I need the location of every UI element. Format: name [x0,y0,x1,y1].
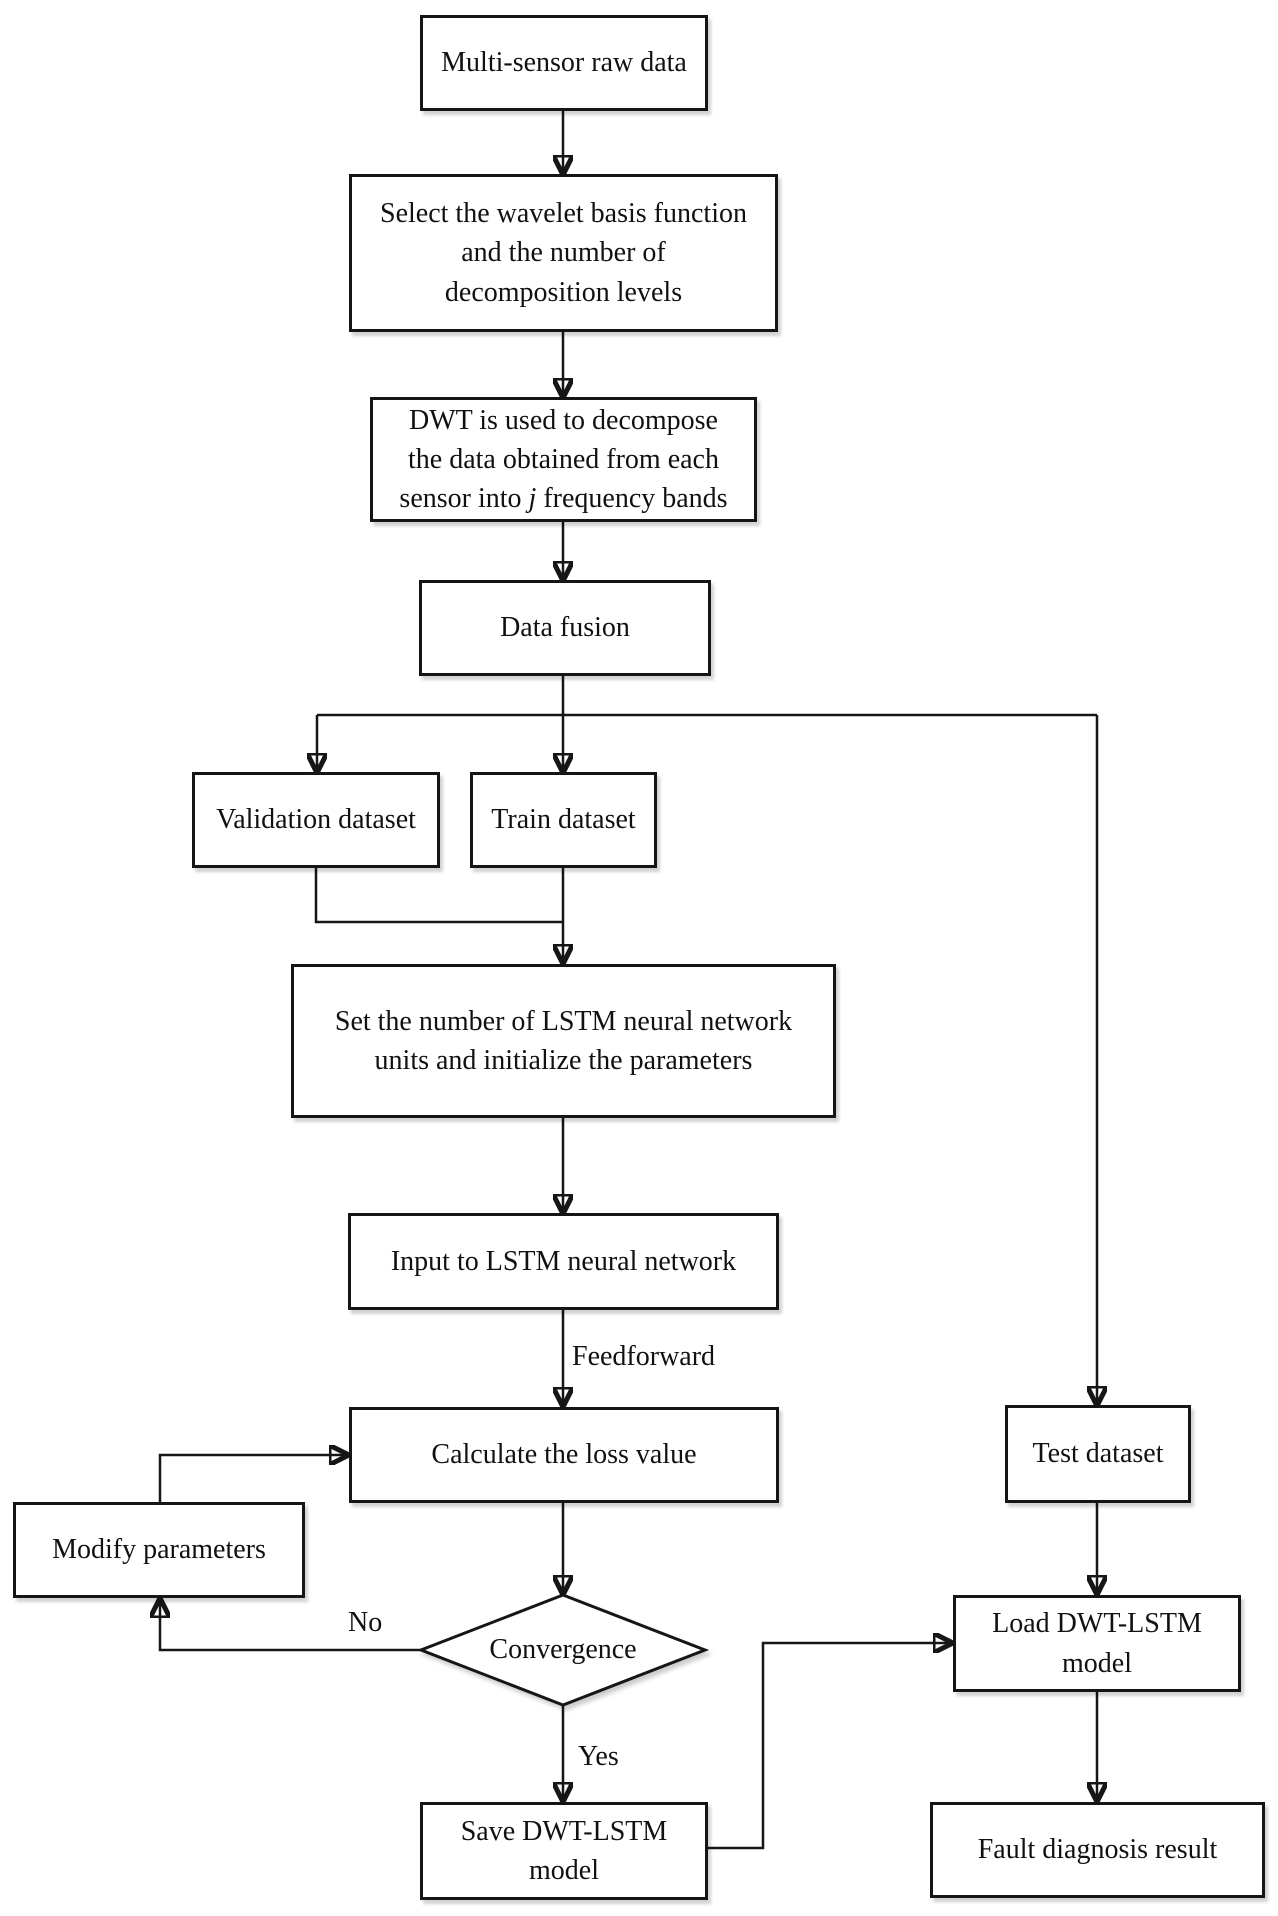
node-data-fusion: Data fusion [419,580,711,676]
node-train-dataset: Train dataset [470,772,657,868]
node-dwt-decompose-label: DWT is used to decompose the data obtain… [399,401,727,519]
node-test-dataset-label: Test dataset [1032,1438,1164,1470]
decision-convergence-label: Convergence [489,1634,637,1666]
node-load-model: Load DWT-LSTM model [953,1595,1241,1692]
node-validation-dataset: Validation dataset [192,772,440,868]
node-dwt-decompose-text-post: frequency bands [536,483,728,515]
edge-label-yes: Yes [578,1741,619,1772]
node-load-model-label: Load DWT-LSTM model [992,1608,1202,1679]
edge-label-no: No [348,1607,383,1638]
decision-convergence: Convergence [421,1595,705,1705]
node-data-fusion-label: Data fusion [500,612,630,644]
edge-convergence-no-to-modify [160,1601,421,1652]
node-test-dataset: Test dataset [1005,1405,1191,1503]
node-input-lstm: Input to LSTM neural network [348,1213,779,1310]
edge-validation-merge [314,868,563,924]
node-calculate-loss: Calculate the loss value [349,1407,779,1503]
node-multi-sensor: Multi-sensor raw data [420,15,708,111]
node-set-lstm-units: Set the number of LSTM neural network un… [291,964,836,1118]
decision-convergence-shape [416,1593,710,1707]
node-calculate-loss-label: Calculate the loss value [431,1439,697,1471]
edge-modify-to-loss [158,1455,346,1502]
node-modify-parameters: Modify parameters [13,1502,305,1598]
edge-save-to-load [708,1643,950,1850]
node-set-lstm-units-label: Set the number of LSTM neural network un… [334,1005,793,1076]
node-modify-parameters-label: Modify parameters [52,1534,266,1566]
node-save-model-label: Save DWT-LSTM model [460,1815,668,1886]
node-fault-result-label: Fault diagnosis result [977,1834,1218,1866]
node-dwt-decompose: DWT is used to decompose the data obtain… [370,397,757,522]
node-validation-dataset-label: Validation dataset [216,804,416,836]
node-multi-sensor-label: Multi-sensor raw data [441,47,687,79]
node-select-wavelet-label: Select the wavelet basis function and th… [380,198,747,308]
node-select-wavelet: Select the wavelet basis function and th… [349,174,778,332]
node-dwt-decompose-text-pre: DWT is used to decompose the data obtain… [399,404,719,515]
node-fault-result: Fault diagnosis result [930,1802,1265,1898]
node-train-dataset-label: Train dataset [491,804,636,836]
node-input-lstm-label: Input to LSTM neural network [390,1245,737,1277]
node-save-model: Save DWT-LSTM model [420,1802,708,1900]
node-dwt-decompose-text-italic-j: j [528,483,537,515]
edge-label-feedforward: Feedforward [572,1341,716,1372]
